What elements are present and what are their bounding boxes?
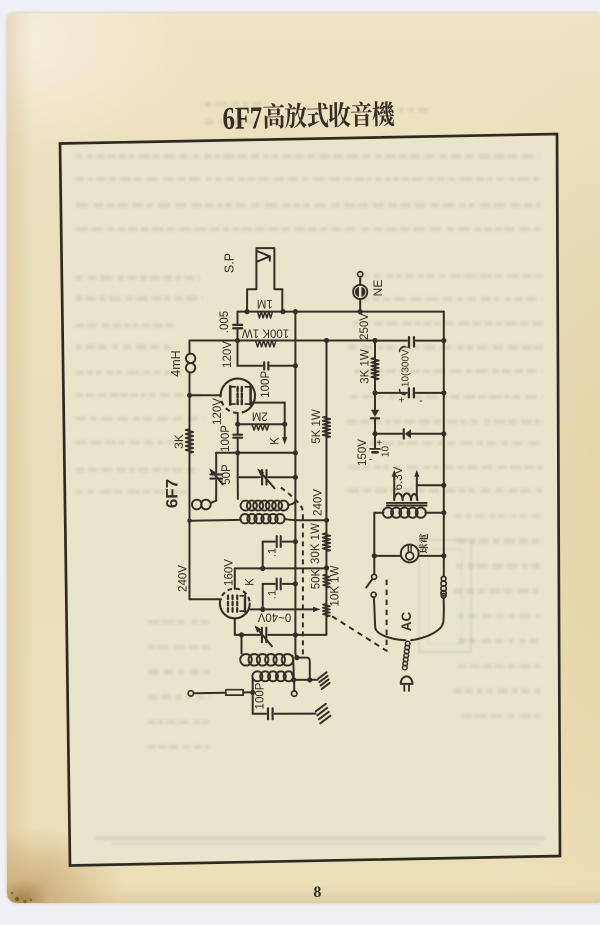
svg-text:S.P: S.P xyxy=(223,253,237,273)
svg-text:120V: 120V xyxy=(222,341,234,368)
svg-text:K: K xyxy=(244,578,256,586)
svg-text:10: 10 xyxy=(380,446,391,458)
svg-text:150V: 150V xyxy=(357,439,369,466)
svg-text:AC: AC xyxy=(399,612,414,632)
svg-text:160V: 160V xyxy=(223,559,235,586)
svg-text:0~40V: 0~40V xyxy=(257,610,291,622)
svg-text:250V: 250V xyxy=(359,313,371,340)
svg-text:+: + xyxy=(376,438,382,449)
svg-text:8: 8 xyxy=(313,884,321,901)
svg-text:30K 1W: 30K 1W xyxy=(310,523,322,564)
svg-text:K: K xyxy=(270,437,282,445)
svg-text:100P: 100P xyxy=(254,682,266,709)
svg-text:1M: 1M xyxy=(257,297,273,309)
svg-text:3K: 3K xyxy=(172,434,186,449)
svg-text:.1: .1 xyxy=(267,548,279,557)
svg-text:6.3V: 6.3V xyxy=(393,466,405,490)
svg-text:2M: 2M xyxy=(252,409,268,421)
svg-text:10K 1W: 10K 1W xyxy=(329,565,341,606)
svg-text:NE: NE xyxy=(371,280,385,297)
svg-text:120V: 120V xyxy=(212,398,224,425)
svg-text:.1: .1 xyxy=(267,590,279,599)
svg-text:3K 1W: 3K 1W xyxy=(359,349,371,384)
svg-text:6F7: 6F7 xyxy=(222,101,262,136)
svg-text:50P: 50P xyxy=(221,464,233,485)
svg-text:10(300V): 10(300V) xyxy=(400,346,411,387)
svg-text:-: - xyxy=(369,455,372,466)
svg-text:100P: 100P xyxy=(260,371,272,398)
svg-text:100P: 100P xyxy=(220,425,232,452)
svg-text:-: - xyxy=(419,395,423,407)
svg-text:4mH: 4mH xyxy=(169,350,183,376)
svg-text:240V: 240V xyxy=(313,489,325,516)
svg-text:50K: 50K xyxy=(311,568,323,589)
svg-text:.005: .005 xyxy=(219,311,231,333)
svg-text:100K 1W: 100K 1W xyxy=(242,326,289,338)
svg-text:240V: 240V xyxy=(177,565,189,592)
svg-text:6F7: 6F7 xyxy=(163,479,182,508)
svg-text:5K 1W: 5K 1W xyxy=(311,409,323,444)
svg-text:+: + xyxy=(399,396,405,407)
